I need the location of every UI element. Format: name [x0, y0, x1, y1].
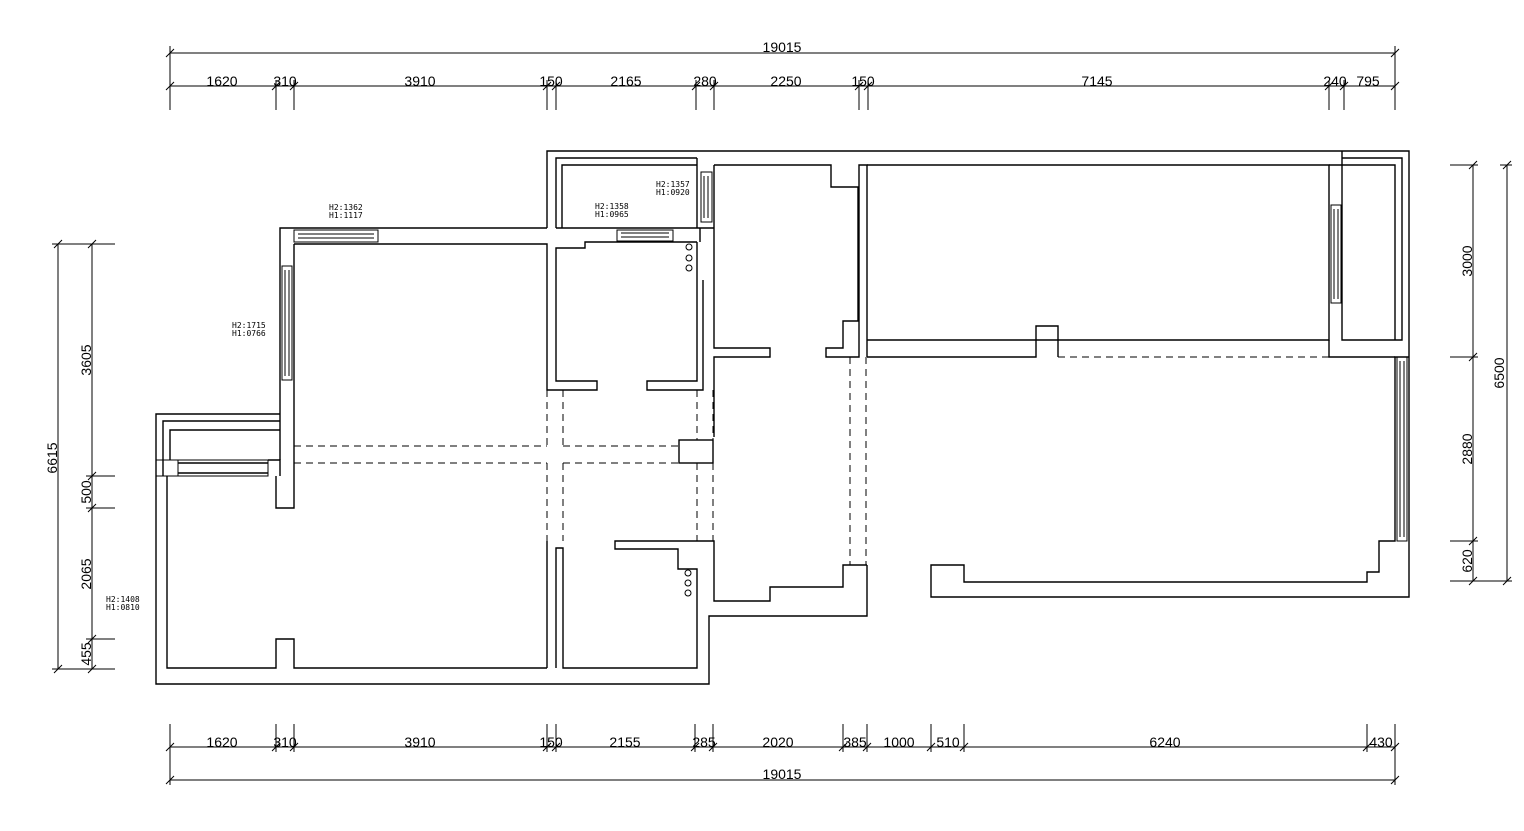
- left-dim-1: 3605: [78, 344, 94, 375]
- top-total-dimension: 19015: [763, 39, 802, 55]
- window-5-h1-label: H1:0810: [106, 603, 140, 612]
- window-1-h2-label: H2:1362: [329, 203, 363, 212]
- window-4-h2-label: H2:1715: [232, 321, 266, 330]
- bottom-dim-10: 510: [936, 734, 960, 750]
- bottom-dimension-chain: 1620 310 3910 150 2155 285 2020 385 1000…: [165, 724, 1400, 785]
- window-marks: [281, 171, 1408, 542]
- bottom-dim-4: 150: [539, 734, 563, 750]
- right-dim-3: 620: [1459, 549, 1475, 573]
- window-4-h1-label: H1:0766: [232, 329, 266, 338]
- bottom-dim-11: 6240: [1149, 734, 1180, 750]
- left-dim-4: 455: [78, 642, 94, 666]
- top-dim-7: 2250: [770, 73, 801, 89]
- bottom-dim-7: 2020: [762, 734, 793, 750]
- bottom-total-dimension: 19015: [763, 766, 802, 782]
- bottom-dim-5: 2155: [609, 734, 640, 750]
- bottom-dim-2: 310: [273, 734, 297, 750]
- top-dim-11: 795: [1356, 73, 1380, 89]
- bottom-dim-1: 1620: [206, 734, 237, 750]
- fixture-marks: [684, 243, 693, 597]
- dashed-lines: [294, 339, 1329, 565]
- top-dim-10: 240: [1323, 73, 1347, 89]
- walls: [155, 150, 1410, 685]
- top-dim-5: 2165: [610, 73, 641, 89]
- left-dim-3: 2065: [78, 558, 94, 589]
- top-dim-8: 150: [851, 73, 875, 89]
- left-total-dimension: 6615: [44, 442, 60, 473]
- top-dimension-chain: 19015 1620 310 3910 150 2165 280 2250 15…: [165, 39, 1400, 110]
- bottom-dim-8: 385: [843, 734, 867, 750]
- top-dim-3: 3910: [404, 73, 435, 89]
- right-dim-2: 2880: [1459, 433, 1475, 464]
- top-dim-1: 1620: [206, 73, 237, 89]
- window-5-h2-label: H2:1408: [106, 595, 140, 604]
- top-dim-6: 280: [693, 73, 717, 89]
- top-dim-2: 310: [273, 73, 297, 89]
- right-total-dimension: 6500: [1491, 357, 1507, 388]
- bottom-dim-12: 430: [1369, 734, 1393, 750]
- window-3-h2-label: H2:1357: [656, 180, 690, 189]
- window-labels: H2:1362 H1:1117 H2:1358 H1:0965 H2:1357 …: [106, 180, 690, 612]
- top-dim-4: 150: [539, 73, 563, 89]
- left-dim-2: 500: [78, 480, 94, 504]
- bottom-dim-3: 3910: [404, 734, 435, 750]
- window-2-h2-label: H2:1358: [595, 202, 629, 211]
- bottom-dim-9: 1000: [883, 734, 914, 750]
- window-1-h1-label: H1:1117: [329, 211, 363, 220]
- right-dimension-chain: 3000 2880 620 6500: [1450, 160, 1512, 586]
- top-dim-9: 7145: [1081, 73, 1112, 89]
- window-3-h1-label: H1:0920: [656, 188, 690, 197]
- bottom-dim-6: 285: [692, 734, 716, 750]
- left-dimension-chain: 6615 3605 500 2065 455: [44, 239, 115, 674]
- window-2-h1-label: H1:0965: [595, 210, 629, 219]
- right-dim-1: 3000: [1459, 245, 1475, 276]
